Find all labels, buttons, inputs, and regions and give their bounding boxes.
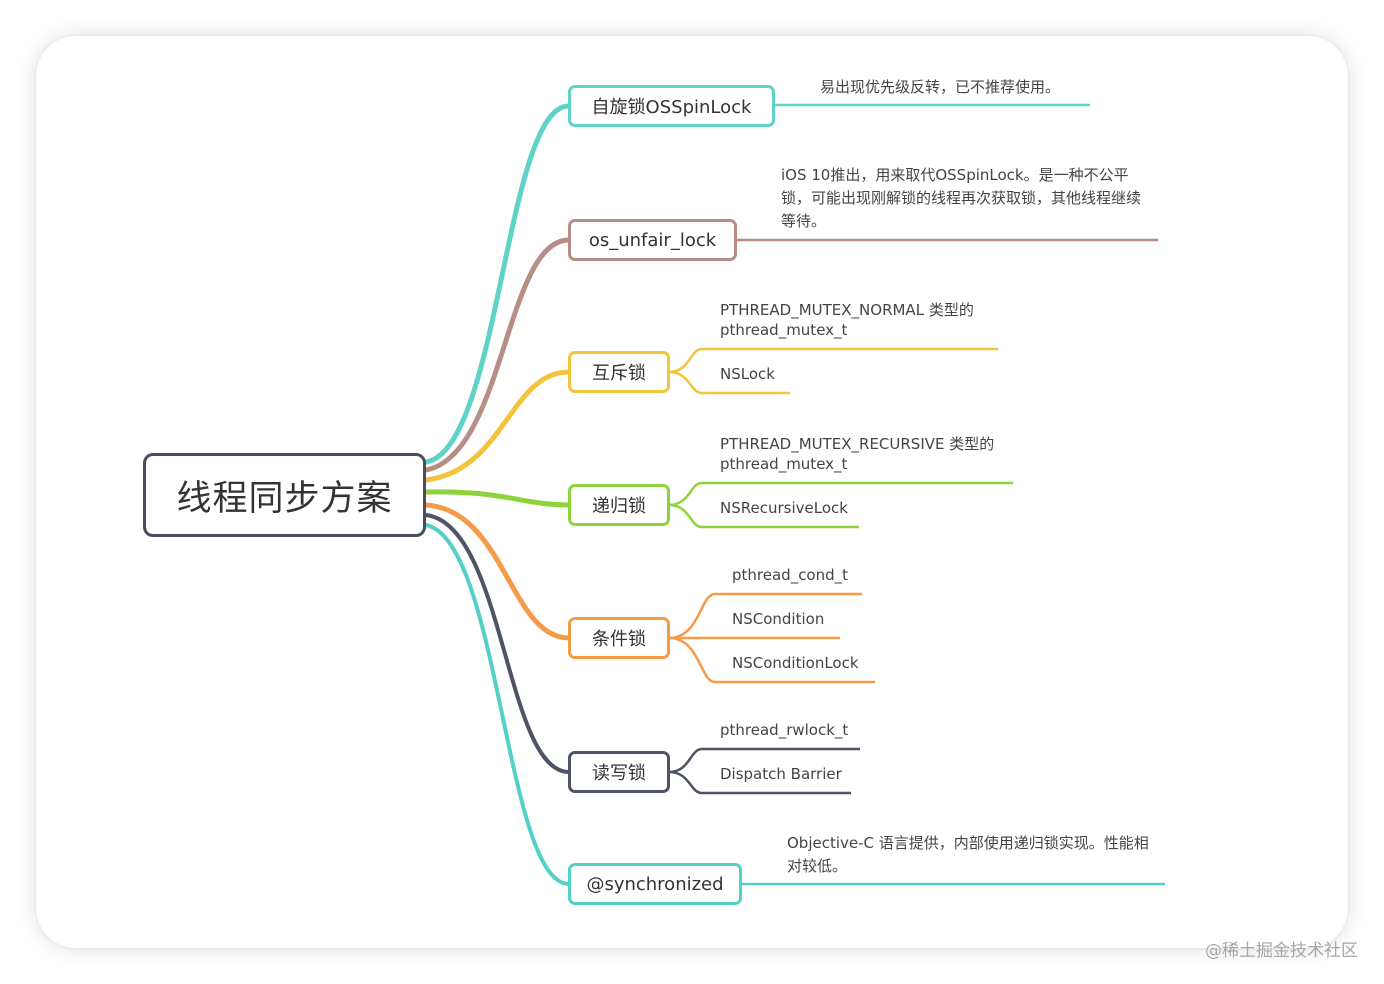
topic-os-unfair-lock[interactable]: os_unfair_lock: [568, 219, 737, 261]
connector-mutex: [423, 369, 572, 483]
leaf-mutex-normal: PTHREAD_MUTEX_NORMAL 类型的: [720, 301, 974, 319]
connector-recursive: [423, 489, 572, 508]
topic-rwlock[interactable]: 读写锁: [568, 751, 670, 793]
connector-sync: [424, 523, 571, 886]
watermark: @稀土掘金技术社区: [1205, 941, 1358, 961]
note-synchronized: Objective-C 语言提供，内部使用递归锁实现。性能相对较低。: [787, 834, 1149, 875]
branch-cond-1: [668, 592, 862, 640]
leaf-nscondition: NSCondition: [732, 610, 825, 628]
leaf-nslock: NSLock: [720, 365, 775, 383]
leaf-nsrecursivelock: NSRecursiveLock: [720, 499, 848, 517]
topic-mutex[interactable]: 互斥锁: [568, 351, 670, 393]
leaf-recursive-pthread: pthread_mutex_t: [720, 455, 848, 473]
topic-condition[interactable]: 条件锁: [568, 617, 670, 659]
branch-recursive-2: [668, 503, 859, 529]
note-osspinlock: 易出现优先级反转，已不推荐使用。: [820, 78, 1061, 96]
topic-synchronized[interactable]: @synchronized: [568, 863, 742, 905]
branch-recursive-1: [668, 481, 1013, 507]
branch-mutex-2: [668, 370, 790, 395]
leaf-nsconditionlock: NSConditionLock: [732, 654, 859, 672]
branch-rw-2: [668, 770, 851, 795]
leaf-mutex-pthread: pthread_mutex_t: [720, 321, 848, 339]
connector-rw: [424, 513, 571, 774]
note-os-unfair-lock: iOS 10推出，用来取代OSSpinLock。是一种不公平锁，可能出现刚解锁的…: [781, 166, 1142, 230]
connector-unfair: [423, 237, 572, 473]
topic-recursive[interactable]: 递归锁: [568, 484, 670, 526]
leaf-mutex-recursive: PTHREAD_MUTEX_RECURSIVE 类型的: [720, 435, 995, 453]
branch-mutex-1: [668, 347, 998, 374]
leaf-dispatch-barrier: Dispatch Barrier: [720, 765, 842, 783]
connector-spin: [423, 103, 572, 465]
leaf-pthread-cond: pthread_cond_t: [732, 566, 849, 584]
connector-cond: [423, 502, 572, 641]
branch-rw-1: [668, 747, 860, 774]
branch-cond-3: [668, 636, 875, 684]
leaf-pthread-rwlock: pthread_rwlock_t: [720, 721, 849, 739]
root-topic[interactable]: 线程同步方案: [143, 453, 426, 537]
topic-osspinlock[interactable]: 自旋锁OSSpinLock: [568, 85, 775, 127]
